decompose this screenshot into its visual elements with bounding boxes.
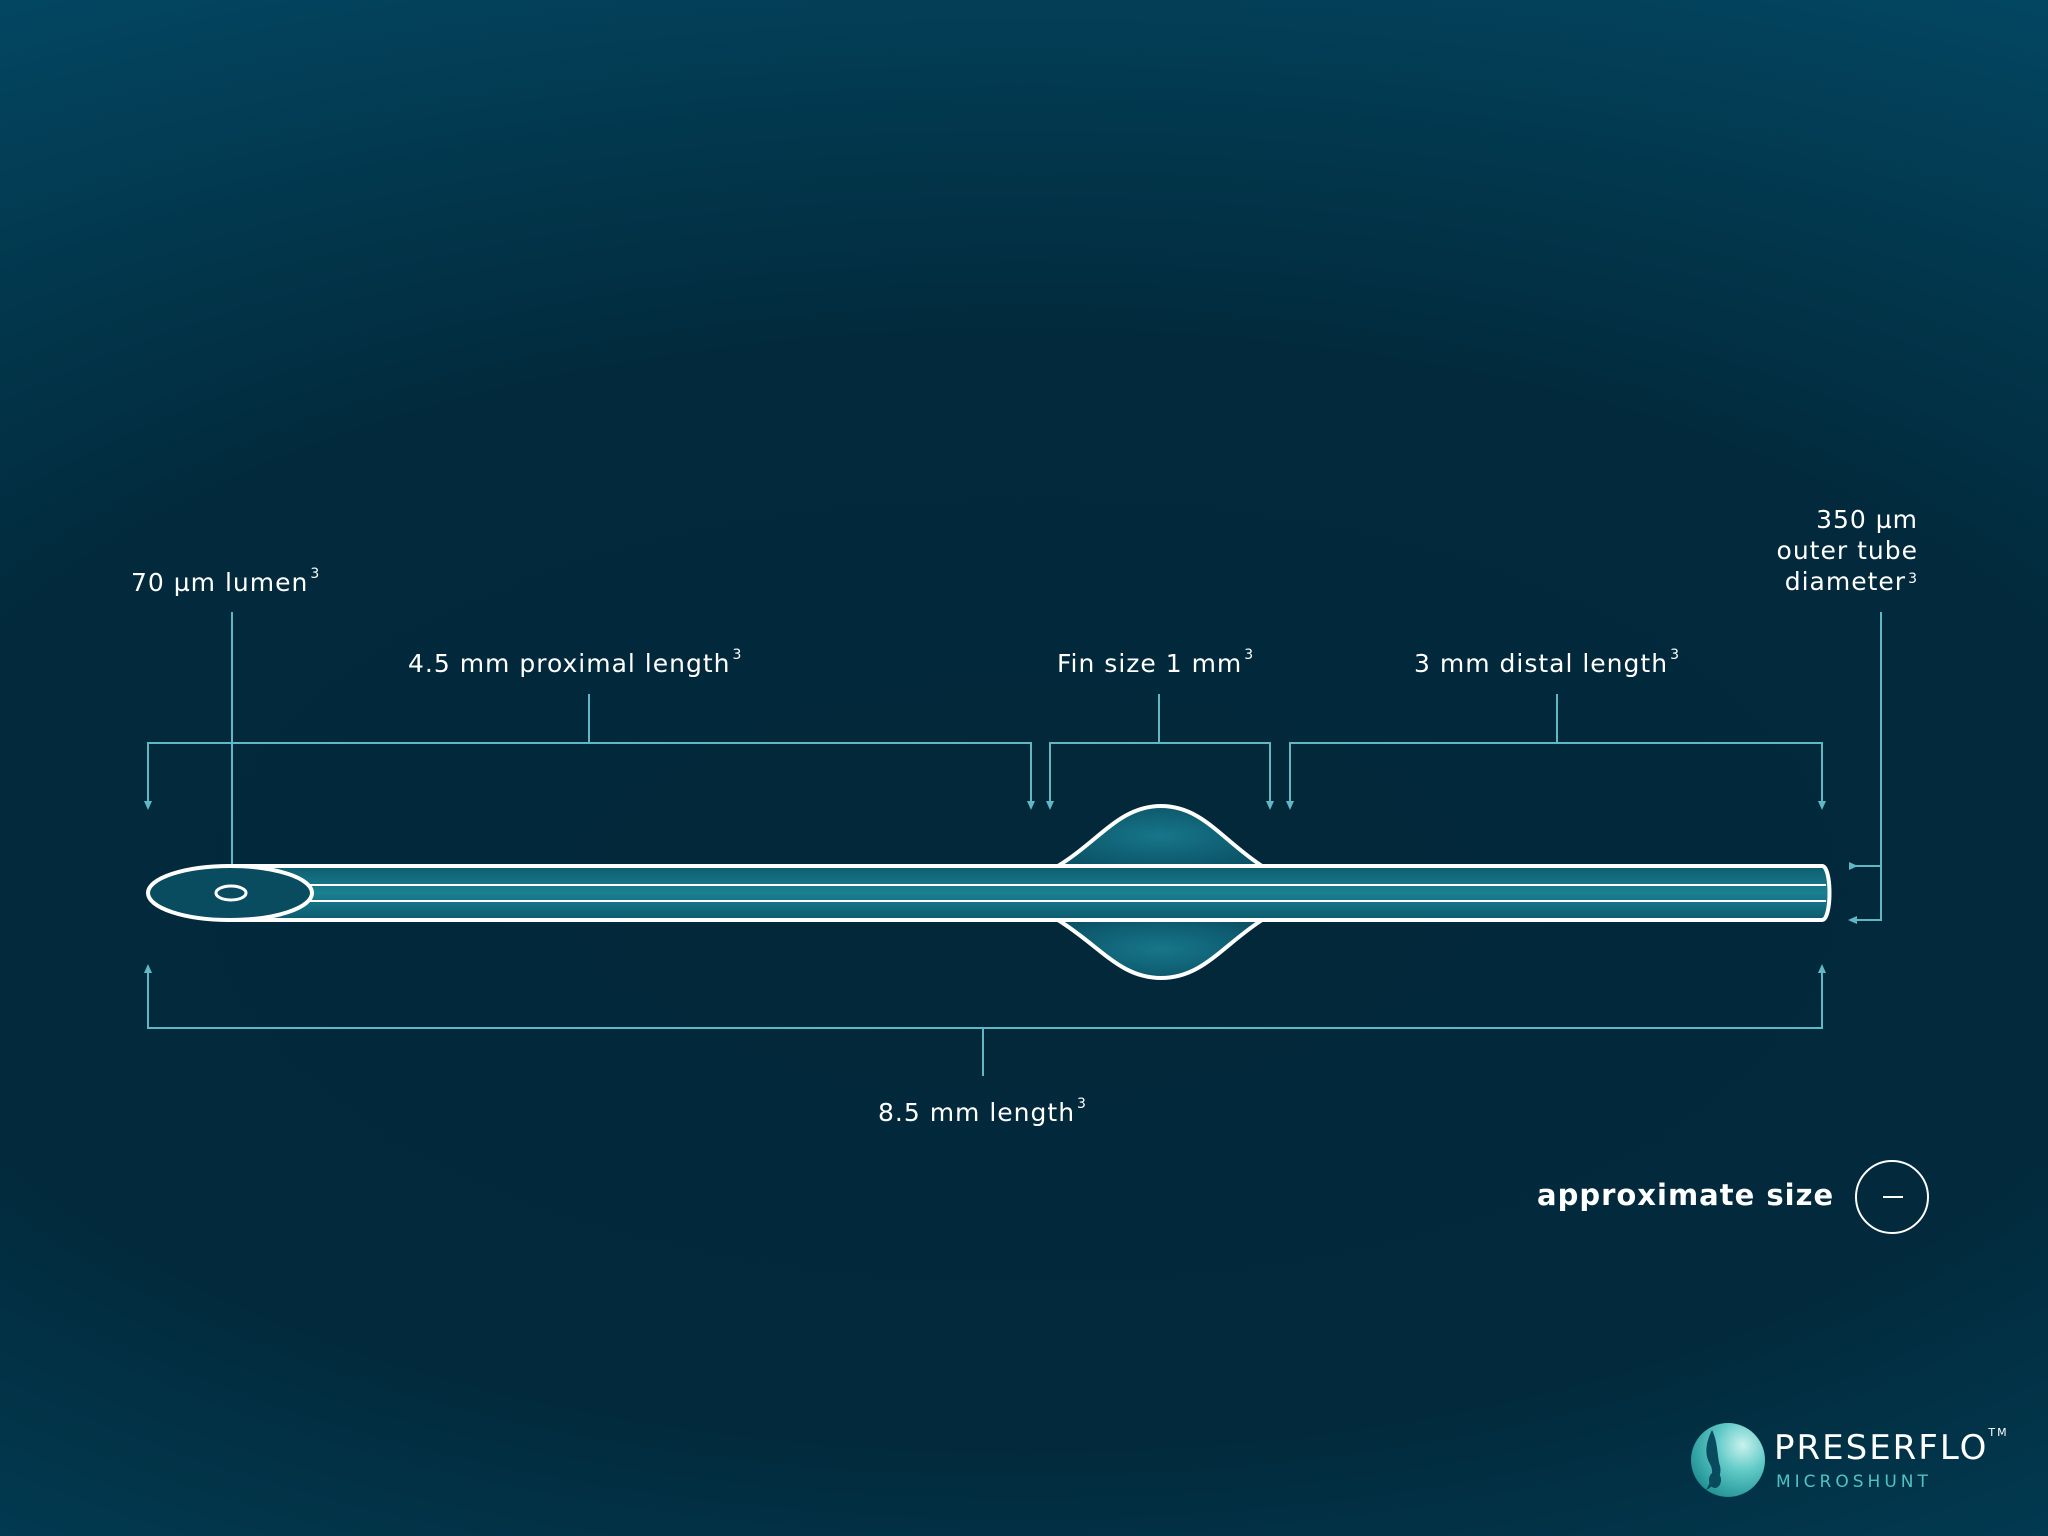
lumen-opening xyxy=(214,884,248,902)
eye-drop-icon xyxy=(1691,1423,1765,1497)
actual-size-shunt-mark xyxy=(1883,1196,1903,1198)
fin-lower xyxy=(1050,918,1269,981)
proximal-bracket xyxy=(144,742,1035,810)
distal-bracket xyxy=(1286,742,1826,810)
outer-diameter-line3: diameter xyxy=(1784,567,1907,596)
footnote-mark: 3 xyxy=(1670,647,1680,663)
footnote-mark: 3 xyxy=(310,566,321,582)
length-bracket xyxy=(144,964,1826,1029)
outer-diameter-leader xyxy=(1853,612,1882,921)
tube-body xyxy=(226,864,1832,922)
lumen-label-text: 70 µm lumen xyxy=(131,568,309,597)
brand-logo: PRESERFLOTM MICROSHUNT xyxy=(1688,1420,2028,1505)
dimension-lines xyxy=(144,612,1882,1076)
distal-length-text: 3 mm distal length xyxy=(1414,649,1669,678)
outer-diameter-line1: 350 µm xyxy=(1816,505,1918,534)
approximate-size-label: approximate size xyxy=(1537,1178,1835,1212)
footnote-mark: 3 xyxy=(732,647,743,663)
proximal-length-text: 4.5 mm proximal length xyxy=(408,649,731,678)
outer-diameter-line2: outer tube xyxy=(1776,536,1918,565)
microshunt-device xyxy=(146,803,1832,981)
approximate-size-circle xyxy=(1855,1160,1929,1234)
fin-bracket xyxy=(1046,742,1274,810)
fin-size-text: Fin size 1 mm xyxy=(1057,649,1243,678)
total-length-text: 8.5 mm length xyxy=(878,1098,1076,1127)
footnote-mark: 3 xyxy=(1908,571,1918,587)
footnote-mark: 3 xyxy=(1077,1096,1087,1112)
fin-upper xyxy=(1050,803,1269,868)
trademark-mark: TM xyxy=(1988,1426,2009,1439)
brand-name: PRESERFLOTM xyxy=(1774,1426,2009,1468)
footnote-mark: 3 xyxy=(1244,647,1255,663)
brand-subtitle: MICROSHUNT xyxy=(1776,1472,1932,1492)
brand-name-text: PRESERFLO xyxy=(1774,1428,1989,1468)
